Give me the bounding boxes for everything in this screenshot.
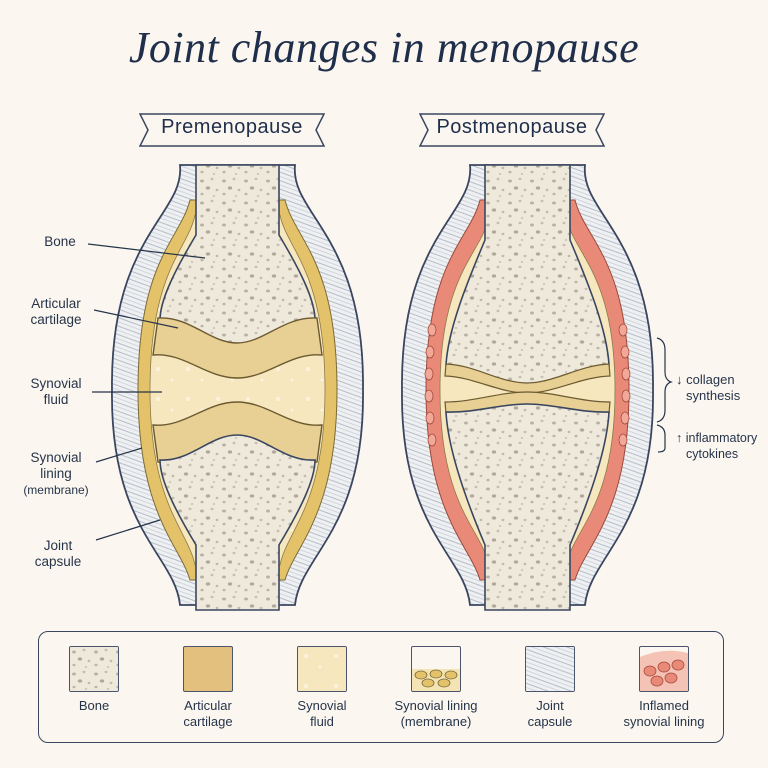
premenopause-banner: Premenopause bbox=[132, 108, 332, 156]
up-arrow-icon: ↑ bbox=[676, 431, 683, 445]
down-arrow-icon: ↓ bbox=[676, 372, 683, 387]
postmenopause-heading: Postmenopause bbox=[436, 116, 588, 138]
lower-bone bbox=[159, 434, 316, 611]
label-articular-cartilage: Articular cartilage bbox=[30, 296, 82, 327]
legend-item-bone: Bone bbox=[39, 646, 149, 714]
page-title: Joint changes in menopause bbox=[128, 23, 640, 72]
synovial-fluid-swatch-icon bbox=[297, 646, 347, 692]
thin-upper-cartilage bbox=[444, 363, 611, 394]
postmenopause-banner: Postmenopause bbox=[412, 108, 612, 156]
annotation-braces bbox=[656, 337, 673, 453]
label-synovial-lining: Synovial lining (membrane) bbox=[23, 450, 89, 497]
cytokines-annotation: ↑ inflammatory cytokines bbox=[676, 431, 758, 461]
inflamed-synovial-lining-swatch-icon bbox=[639, 646, 689, 692]
collagen-annotation: ↓ collagen synthesis bbox=[676, 372, 741, 403]
synovial-lining-swatch-icon bbox=[411, 646, 461, 692]
banner-ribbon-icon bbox=[138, 113, 326, 147]
premenopause-heading: Premenopause bbox=[161, 116, 303, 138]
articular-cartilage-swatch-icon bbox=[183, 646, 233, 692]
premenopause-joint bbox=[111, 164, 364, 611]
label-bone: Bone bbox=[44, 234, 76, 249]
postmenopause-joint bbox=[401, 164, 654, 611]
lower-bone-post bbox=[445, 403, 610, 611]
inflamed-cells bbox=[424, 323, 631, 447]
banner-ribbon-icon bbox=[418, 113, 606, 147]
label-joint-capsule: Joint capsule bbox=[34, 538, 82, 569]
bone-swatch-icon bbox=[69, 646, 119, 692]
legend-item-synovial-lining: Synovial lining(membrane) bbox=[381, 646, 491, 730]
label-synovial-fluid: Synovial fluid bbox=[30, 376, 82, 407]
joint-capsule-swatch-icon bbox=[525, 646, 575, 692]
leader-lines bbox=[87, 243, 206, 541]
upper-articular-cartilage bbox=[152, 317, 323, 379]
